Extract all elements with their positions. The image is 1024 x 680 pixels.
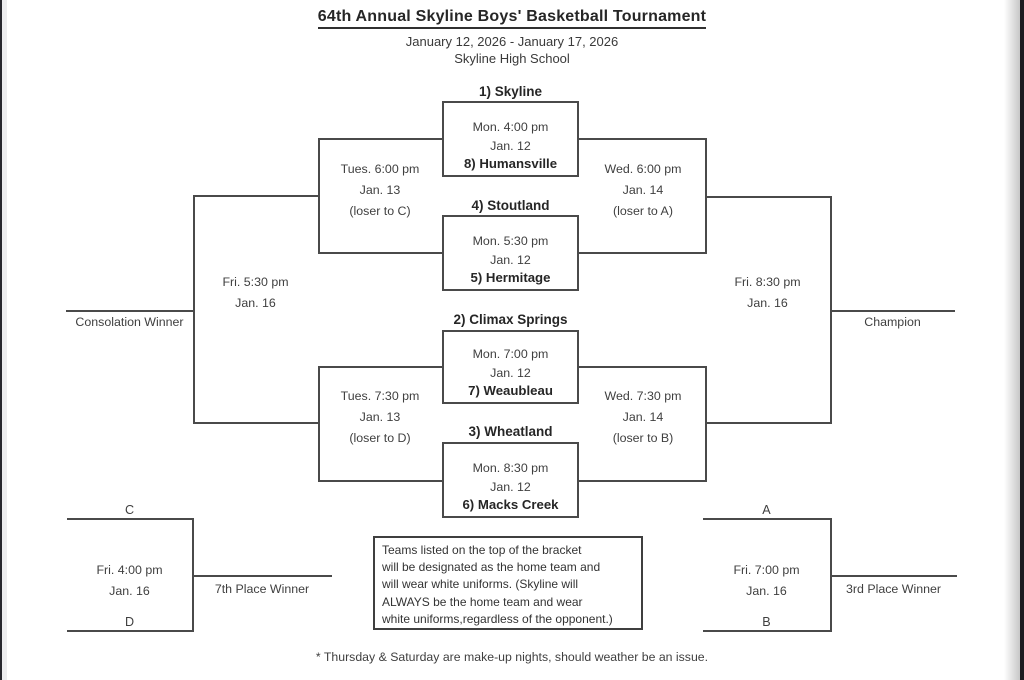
- screen-edge-left: [0, 0, 2, 680]
- consolation-semi1-loser-note: (loser to C): [349, 204, 411, 218]
- note-line-5: white uniforms,regardless of the opponen…: [382, 611, 613, 626]
- championship-label: Fri. 8:30 pm Jan. 16: [705, 272, 830, 314]
- third-place-label: Fri. 7:00 pm Jan. 16: [703, 560, 830, 602]
- third-place-slot-a: A: [762, 503, 771, 517]
- game4-top-seed: 3) Wheatland: [468, 424, 553, 439]
- consolation-semi2-connector: [318, 366, 320, 482]
- seventh-place-winner-label: 7th Place Winner: [214, 582, 310, 596]
- consolation-semi2-loser-note: (loser to D): [349, 431, 411, 445]
- championship-date: Jan. 16: [747, 296, 788, 310]
- semifinal2-date: Jan. 14: [622, 410, 664, 424]
- third-place-top-line: [703, 518, 830, 520]
- game2-time: Mon. 5:30 pm: [472, 234, 549, 248]
- semifinal1-winner-line: [705, 196, 830, 198]
- screen-edge-left-highlight: [2, 0, 7, 680]
- game1-winner-line: [579, 138, 705, 140]
- note-line-1: Teams listed on the top of the bracket: [382, 543, 582, 557]
- game3-time: Mon. 7:00 pm: [472, 347, 549, 361]
- tournament-dates: January 12, 2026 - January 17, 2026: [405, 34, 619, 49]
- game4-winner-line: [579, 480, 705, 482]
- semifinal2-connector: [705, 366, 707, 482]
- screen-edge-right-shadow: [1004, 0, 1020, 680]
- seventh-place-top-line: [67, 518, 192, 520]
- third-place-slot-b: B: [762, 615, 771, 629]
- game3-bottom-seed: 7) Weaubleau: [468, 383, 553, 398]
- consolation-semi2-date: Jan. 13: [359, 410, 401, 424]
- note-line-3: will wear white uniforms. (Skyline will: [382, 577, 579, 592]
- championship-time: Fri. 8:30 pm: [734, 275, 801, 289]
- third-place-date: Jan. 16: [746, 584, 787, 598]
- game3-winner-line: [579, 366, 705, 368]
- champion-label: Champion: [864, 315, 921, 329]
- game3-top-seed: 2) Climax Springs: [453, 312, 568, 327]
- game3-loser-line: [318, 366, 442, 368]
- semifinal1-time: Wed. 6:00 pm: [604, 162, 682, 176]
- semifinal2-loser-note: (loser to B): [612, 431, 674, 445]
- game2-winner-line: [579, 252, 705, 254]
- consolation-final-connector: [193, 195, 195, 424]
- consolation-final-label: Fri. 5:30 pm Jan. 16: [193, 272, 318, 314]
- consolation-final-date: Jan. 16: [235, 296, 276, 310]
- note-line-2: will be designated as the home team and: [382, 560, 601, 575]
- consolation-semi2-label: Tues. 7:30 pm Jan. 13 (loser to D): [318, 386, 442, 449]
- seventh-place-date: Jan. 16: [109, 584, 150, 598]
- screen-edge-right: [1020, 0, 1024, 680]
- consolation-semi2-winner-line: [193, 422, 318, 424]
- consolation-semi1-label: Tues. 6:00 pm Jan. 13 (loser to C): [318, 159, 442, 222]
- consolation-semi1-connector: [318, 138, 320, 254]
- seventh-place-bottom-line: [67, 630, 192, 632]
- champion-line: [830, 310, 955, 312]
- seventh-place-label: Fri. 4:00 pm Jan. 16: [67, 560, 192, 602]
- semifinal2-winner-line: [705, 422, 830, 424]
- home-team-note-box: Teams listed on the top of the bracket w…: [373, 536, 643, 630]
- semifinal2-label: Wed. 7:30 pm Jan. 14 (loser to B): [581, 386, 705, 449]
- seventh-place-time: Fri. 4:00 pm: [96, 563, 163, 577]
- semifinal1-label: Wed. 6:00 pm Jan. 14 (loser to A): [581, 159, 705, 222]
- semifinal2-time: Wed. 7:30 pm: [604, 389, 682, 403]
- note-line-4: ALWAYS be the home team and wear: [382, 594, 583, 609]
- semifinal1-loser-note: (loser to A): [613, 204, 673, 218]
- game4-bottom-seed: 6) Macks Creek: [462, 497, 559, 512]
- game4-date: Jan. 12: [490, 480, 531, 494]
- game2-top-seed: 4) Stoutland: [471, 198, 550, 213]
- consolation-final-time: Fri. 5:30 pm: [222, 275, 289, 289]
- consolation-semi1-date: Jan. 13: [359, 183, 401, 197]
- game1-date: Jan. 12: [490, 139, 531, 153]
- game1-time: Mon. 4:00 pm: [472, 120, 549, 134]
- game2-box: Mon. 5:30 pm Jan. 12 5) Hermitage: [442, 215, 579, 291]
- weather-footnote: * Thursday & Saturday are make-up nights…: [315, 650, 709, 664]
- game3-box: Mon. 7:00 pm Jan. 12 7) Weaubleau: [442, 330, 579, 404]
- game4-time: Mon. 8:30 pm: [472, 461, 549, 475]
- third-place-winner-label: 3rd Place Winner: [845, 582, 942, 596]
- consolation-winner-line: [66, 310, 193, 312]
- game4-box: Mon. 8:30 pm Jan. 12 6) Macks Creek: [442, 442, 579, 518]
- game3-date: Jan. 12: [490, 366, 531, 380]
- consolation-semi1-winner-line: [193, 195, 318, 197]
- consolation-winner-label: Consolation Winner: [75, 315, 184, 329]
- page-title: 64th Annual Skyline Boys' Basketball Tou…: [317, 8, 707, 29]
- game1-top-seed: 1) Skyline: [478, 84, 543, 99]
- consolation-semi1-time: Tues. 6:00 pm: [340, 162, 420, 176]
- game4-loser-line: [318, 480, 442, 482]
- game2-loser-line: [318, 252, 442, 254]
- game1-loser-line: [318, 138, 442, 140]
- consolation-semi2-time: Tues. 7:30 pm: [340, 389, 420, 403]
- seventh-place-winner-line: [192, 575, 332, 577]
- game2-date: Jan. 12: [490, 253, 531, 267]
- third-place-time: Fri. 7:00 pm: [733, 563, 800, 577]
- seventh-place-slot-c: C: [124, 503, 135, 517]
- semifinal1-date: Jan. 14: [622, 183, 664, 197]
- game1-box: Mon. 4:00 pm Jan. 12 8) Humansville: [442, 101, 579, 177]
- header: 64th Annual Skyline Boys' Basketball Tou…: [0, 0, 1024, 67]
- game1-bottom-seed: 8) Humansville: [463, 156, 558, 171]
- third-place-bottom-line: [703, 630, 830, 632]
- third-place-winner-line: [830, 575, 957, 577]
- seventh-place-slot-d: D: [124, 615, 135, 629]
- venue: Skyline High School: [454, 51, 570, 66]
- game2-bottom-seed: 5) Hermitage: [470, 270, 551, 285]
